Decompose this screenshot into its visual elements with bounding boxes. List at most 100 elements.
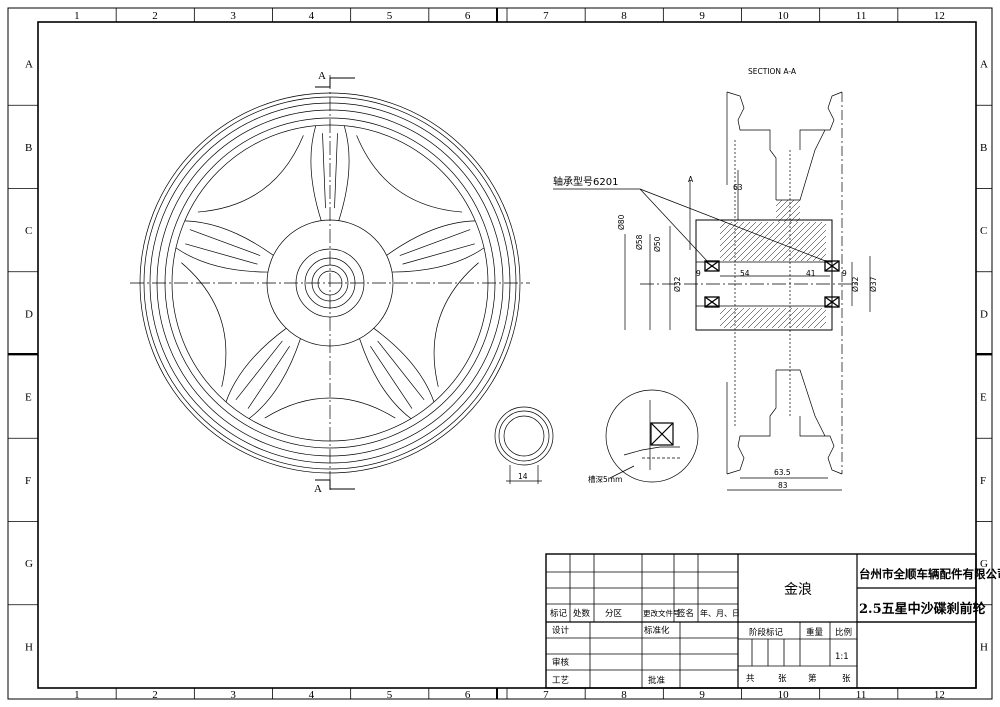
hatch-line <box>795 217 801 223</box>
tb-total: 共 <box>746 674 755 684</box>
bearing-callout: 轴承型号6201 <box>553 175 618 188</box>
spokes-group <box>175 125 485 419</box>
dim-58: Ø58 <box>635 234 644 250</box>
tb-scale: 比例 <box>835 627 852 638</box>
spoke-window-arc <box>356 135 463 213</box>
detail-bearing-box <box>650 422 674 446</box>
detail-circle <box>605 389 699 483</box>
rim-flange-left-bottom <box>726 370 777 475</box>
hatch-line <box>722 221 763 262</box>
hatch-line <box>719 221 727 229</box>
zone-row-label: A <box>25 59 33 71</box>
hatch-line <box>775 199 795 219</box>
zone-col-label: 8 <box>621 689 627 701</box>
dim-9-right: 9 <box>842 269 847 278</box>
inner-frame <box>37 21 977 689</box>
zone-col-label: 1 <box>74 689 80 701</box>
hatch-line <box>782 221 823 262</box>
hatch-line <box>759 307 781 329</box>
spoke-edge <box>225 328 287 403</box>
hatch-line <box>719 221 751 253</box>
spoke-rib <box>370 340 425 409</box>
zone-col-label: 7 <box>543 10 549 22</box>
zone-col-label: 3 <box>230 689 236 701</box>
zone-col-label: 6 <box>465 10 471 22</box>
spoke-window-arc <box>197 135 304 213</box>
zone-col-label: 10 <box>778 10 790 22</box>
spoke-edge <box>386 220 476 256</box>
hatch-line <box>746 221 787 262</box>
zone-col-label: 9 <box>699 10 705 22</box>
zone-col-label: 6 <box>465 689 471 701</box>
spoke-edge <box>175 247 268 273</box>
spoke-edge <box>310 125 322 221</box>
tb-company: 台州市全顺车辆配件有限公司 <box>859 567 1000 581</box>
rim-flange-right-top <box>799 91 843 150</box>
hatch-line <box>775 199 789 213</box>
zone-row-label: C <box>980 225 987 237</box>
zone-col-label: 4 <box>309 10 315 22</box>
hatch-line <box>752 221 793 262</box>
dim-32-right: Ø32 <box>851 276 860 292</box>
hatch-line <box>747 307 769 329</box>
zone-col-label: 5 <box>387 10 393 22</box>
rim-outer <box>139 92 521 474</box>
tb-no: 第 <box>808 673 817 684</box>
zone-row-label: E <box>25 392 32 404</box>
tb-drawing-name: 2.5五星中沙碟刹前轮 <box>859 601 986 617</box>
section-marker-top: A <box>318 70 326 82</box>
wheel-section-view <box>553 91 871 491</box>
zone-row-label: A <box>980 59 988 71</box>
tb-change-doc: 更改文件号 <box>643 608 681 618</box>
zone-row-label: D <box>980 308 988 320</box>
spoke-edge <box>338 125 350 221</box>
bearings <box>704 260 840 308</box>
dim-32-left: Ø32 <box>673 276 682 292</box>
rim-flange-left-top <box>726 91 777 200</box>
zone-row-label: B <box>980 142 987 154</box>
zone-row-label: G <box>25 558 33 570</box>
spoke-rib <box>235 340 290 409</box>
bearing-detail-view <box>605 389 699 483</box>
spoke-edge <box>359 338 412 419</box>
hatch-line <box>719 221 739 241</box>
hatch-line <box>775 199 783 207</box>
tb-approve: 批准 <box>648 675 666 686</box>
hub-flange <box>266 219 394 347</box>
zone-row-label: E <box>980 392 987 404</box>
tb-mark: 标记 <box>550 608 568 619</box>
dim-63: 63 <box>733 183 743 192</box>
hatch-line <box>807 309 827 329</box>
ring-width-dim: 14 <box>518 472 528 481</box>
wheel-front-view <box>130 75 530 492</box>
hub-body <box>695 219 833 331</box>
dim-80: Ø80 <box>617 214 626 230</box>
zone-col-label: 8 <box>621 10 627 22</box>
tb-sheet2: 张 <box>842 674 851 684</box>
zone-col-label: 11 <box>856 689 867 701</box>
spoke-rib <box>322 133 338 209</box>
hatch-line <box>795 307 817 329</box>
hatch-line <box>824 259 827 262</box>
hatch-line <box>719 221 757 259</box>
section-marker-bottom: A <box>314 483 322 495</box>
groove-depth-note: 槽深5mm <box>588 474 622 484</box>
section-title: SECTION A-A <box>748 67 797 76</box>
hatch-line <box>801 307 823 329</box>
zone-col-label: 2 <box>152 689 158 701</box>
zone-col-label: 12 <box>934 689 945 701</box>
rim-inner <box>171 124 489 442</box>
zone-col-label: 1 <box>74 10 80 22</box>
tb-scale-value: 1:1 <box>835 652 849 662</box>
zone-col-label: 12 <box>934 10 945 22</box>
hatch-line <box>819 321 827 329</box>
zone-col-label: 5 <box>387 689 393 701</box>
dim-63-5: 63.5 <box>774 468 791 477</box>
title-block-frame <box>545 553 977 689</box>
tb-stage: 阶段标记 <box>749 627 784 638</box>
hatch-line <box>771 307 793 329</box>
hatch-line <box>719 221 733 235</box>
zone-col-label: 9 <box>699 689 705 701</box>
hatch-line <box>740 221 781 262</box>
hatch-line <box>734 221 775 262</box>
